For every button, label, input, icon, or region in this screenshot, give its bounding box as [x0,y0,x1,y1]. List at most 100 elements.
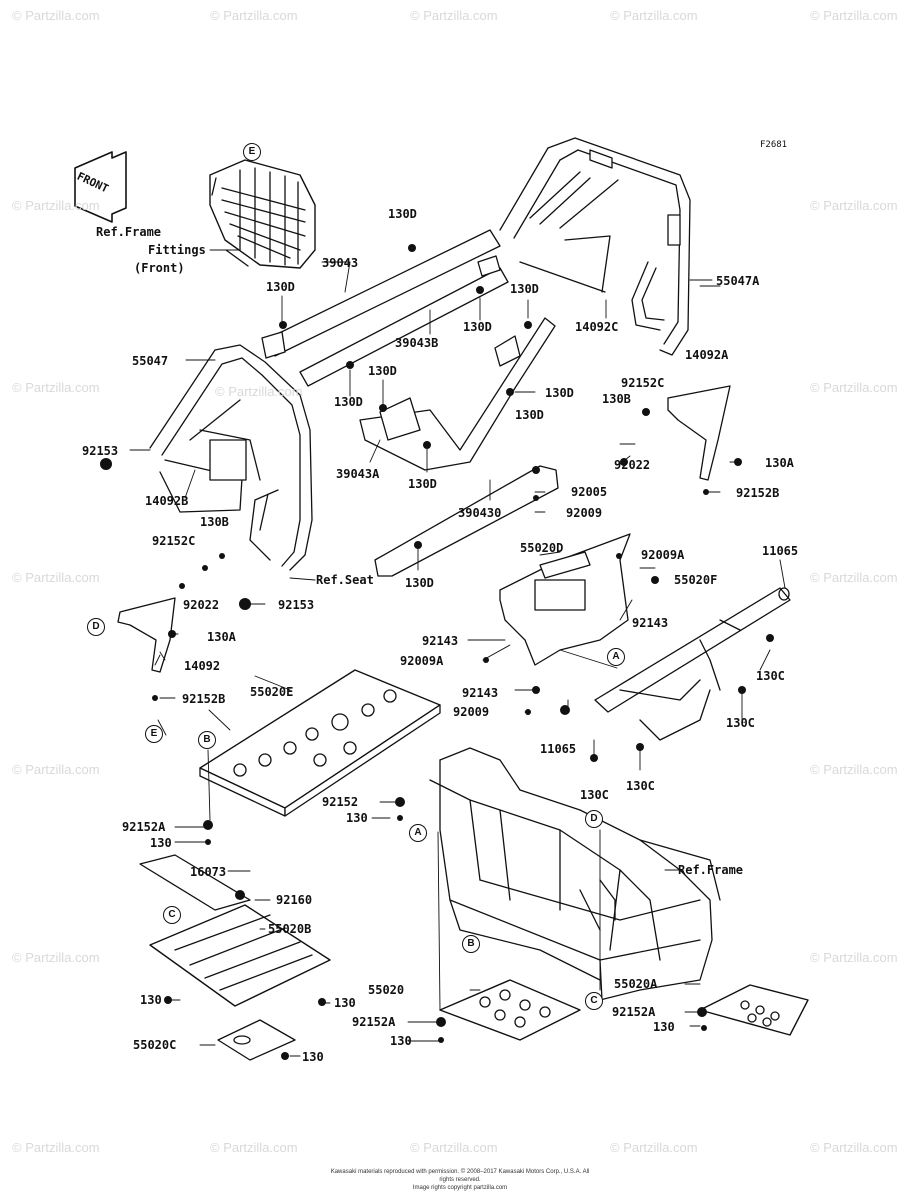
strip-16073 [139,854,251,911]
part-label[interactable]: 55020A [614,977,658,991]
part-label[interactable]: 130D [510,282,539,296]
part-label[interactable]: 130C [626,779,655,793]
part-label[interactable]: 130 [302,1050,324,1064]
part-label[interactable]: 130 [140,993,162,1007]
part-label[interactable]: 130C [726,716,755,730]
part-label[interactable]: 55020D [520,541,564,555]
ref-frame-fittings-line3: (Front) [134,261,185,275]
part-label[interactable]: 92022 [183,598,220,612]
part-label[interactable]: 92152A [352,1015,396,1029]
part-label[interactable]: 92152A [122,820,166,834]
part-label[interactable]: 130 [334,996,356,1010]
part-label[interactable]: 55020C [133,1038,177,1052]
part-label[interactable]: 130 [653,1020,675,1034]
part-label[interactable]: 92009A [641,548,685,562]
callout-E-bottom: E [145,725,163,743]
skid-plate-55020E [199,669,441,817]
part-label[interactable]: 130B [602,392,631,406]
part-label[interactable]: 92009 [453,705,490,719]
part-label[interactable]: 55047 [132,354,169,368]
part-label[interactable]: 92143 [422,634,459,648]
part-label[interactable]: 92160 [276,893,313,907]
part-label[interactable]: 130D [368,364,397,378]
part-label[interactable]: 92153 [278,598,315,612]
watermark: © Partzilla.com [810,380,898,395]
part-label[interactable]: 55020E [250,685,294,699]
watermark: © Partzilla.com [610,8,698,23]
part-label[interactable]: 92152 [322,795,359,809]
callout-A-frame: A [409,824,427,842]
part-label[interactable]: 16073 [190,865,227,879]
part-label[interactable]: 130D [545,386,574,400]
part-label[interactable]: 130B [200,515,229,529]
part-label[interactable]: 55047A [716,274,760,288]
part-label[interactable]: 14092 [184,659,221,673]
part-label[interactable]: 92009 [566,506,603,520]
part-label[interactable]: 130D [388,207,417,221]
part-label[interactable]: 130D [515,408,544,422]
ref-seat-label: Ref.Seat [316,573,374,587]
part-label[interactable]: 130A [765,456,794,470]
callout-B-frame: B [462,935,480,953]
watermark: © Partzilla.com [410,1140,498,1155]
part-label[interactable]: 130C [580,788,609,802]
skid-plate-55020C [217,1019,296,1061]
part-label[interactable]: 92005 [571,485,608,499]
callout-D-left: D [87,618,105,636]
callout-B-top: B [198,731,216,749]
middle-bars-39043A [359,317,556,471]
part-label[interactable]: 92009A [400,654,444,668]
copyright-line: Kawasaki materials reproduced with permi… [330,1169,590,1183]
bracket-14092A [667,385,731,481]
part-label[interactable]: 390430 [458,506,502,520]
part-label[interactable]: 55020F [674,573,718,587]
part-label[interactable]: 55020B [268,922,312,936]
part-label[interactable]: 14092A [685,348,729,362]
part-label[interactable]: 130D [405,576,434,590]
part-label[interactable]: 130D [408,477,437,491]
part-label[interactable]: 92153 [82,444,119,458]
part-label[interactable]: 130C [756,669,785,683]
part-label[interactable]: 14092B [145,494,189,508]
part-label[interactable]: 130 [346,811,368,825]
main-frame [429,747,721,1001]
part-label[interactable]: 39043A [336,467,380,481]
skid-plate-55020 [439,979,581,1041]
part-label[interactable]: 39043B [395,336,439,350]
part-label[interactable]: 130A [207,630,236,644]
upper-bars-39043 [261,229,509,387]
part-label[interactable]: 39043 [322,256,359,270]
rops-front-55047 [149,344,313,571]
part-label[interactable]: 92143 [632,616,669,630]
skid-plate-55020B [149,904,331,1007]
part-label[interactable]: 11065 [762,544,799,558]
part-label[interactable]: 130D [266,280,295,294]
watermark: © Partzilla.com [610,1140,698,1155]
part-label[interactable]: 92152C [621,376,665,390]
watermark: © Partzilla.com [12,380,100,395]
part-label[interactable]: 92152C [152,534,196,548]
part-label[interactable]: 130 [390,1034,412,1048]
part-label[interactable]: 92152B [736,486,780,500]
part-label[interactable]: 130D [463,320,492,334]
part-label[interactable]: 92022 [614,458,651,472]
part-label[interactable]: 55020 [368,983,405,997]
guard-55020D [499,533,631,666]
part-label[interactable]: 130D [334,395,363,409]
image-rights-line: Image rights copyright partzilla.com [412,1185,508,1191]
part-label[interactable]: 11065 [540,742,577,756]
watermark: © Partzilla.com [12,950,100,965]
part-label[interactable]: 92143 [462,686,499,700]
copyright-footer: Kawasaki materials reproduced with permi… [330,1168,590,1192]
rear-bar-55020F [594,587,791,741]
watermark: © Partzilla.com [12,8,100,23]
part-label[interactable]: 14092C [575,320,619,334]
bracket-14092 [117,597,176,673]
part-label[interactable]: 130 [150,836,172,850]
watermark: © Partzilla.com [210,8,298,23]
part-label[interactable]: 92152B [182,692,226,706]
part-label[interactable]: 92152A [612,1005,656,1019]
watermark: © Partzilla.com [810,198,898,213]
ref-frame-fittings-line2: Fittings [148,243,206,257]
